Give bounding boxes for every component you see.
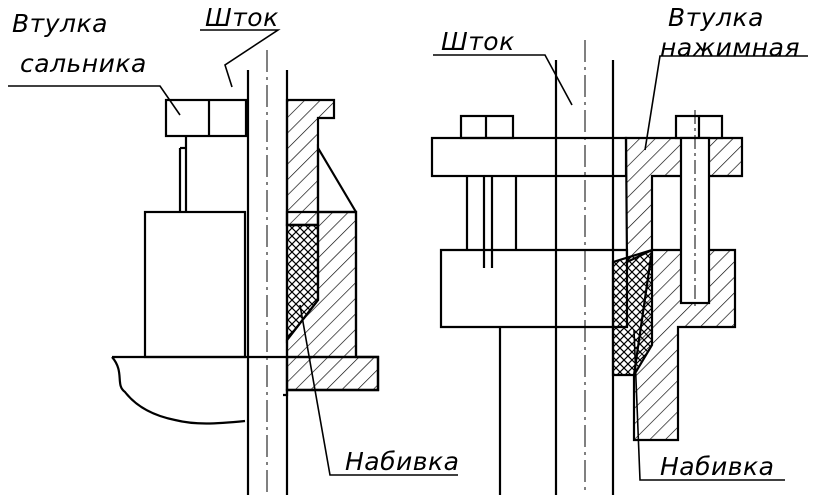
right-gland-diagram <box>430 40 808 495</box>
left-bushing-nut <box>164 98 248 138</box>
left-rod-leader <box>200 29 281 88</box>
left-packing-leader <box>299 304 458 476</box>
left-base-wavy-bottom <box>111 356 246 425</box>
right-rod-leader <box>433 54 573 106</box>
right-packing <box>611 248 654 377</box>
left-bushing-label-line1: Втулка <box>12 9 108 38</box>
right-gland-flange <box>430 136 628 178</box>
left-bushing-leader <box>8 85 181 116</box>
left-bushing-label-line2: сальника <box>20 49 147 78</box>
right-bushing-label-line1: Втулка <box>668 3 764 32</box>
left-gland-diagram <box>8 29 458 495</box>
right-bushing-leader <box>644 55 808 151</box>
left-housing <box>143 210 247 359</box>
left-rod-label: Шток <box>205 3 279 32</box>
right-rod-label: Шток <box>441 27 515 56</box>
left-packing-label: Набивка <box>345 447 459 476</box>
right-packing-label: Набивка <box>660 452 774 481</box>
right-housing <box>439 248 629 329</box>
right-packing-leader <box>633 329 785 481</box>
right-bushing-label-line2: нажимная <box>660 33 800 62</box>
